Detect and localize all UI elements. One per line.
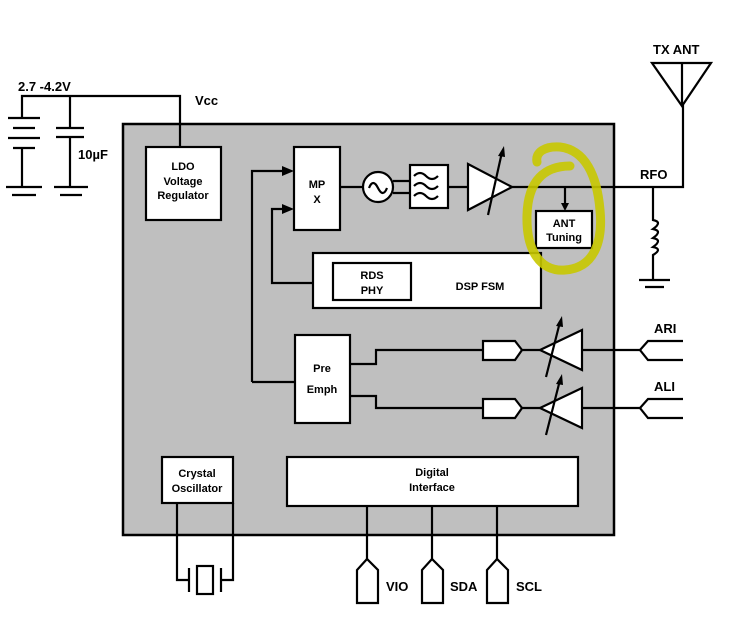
arrow-icon [282, 204, 294, 214]
ldo-label: LDO [171, 161, 195, 173]
vio-pin [355, 557, 380, 605]
ant-tuning-label: Tuning [546, 232, 582, 244]
dsp-fsm-label: DSP FSM [456, 281, 505, 293]
capacitor-label: 10µF [78, 147, 108, 162]
pre-emph-block [293, 333, 352, 425]
pre-emph-label: Pre [313, 363, 331, 375]
digital-interface-label: Interface [409, 482, 455, 494]
highlight-annotation [522, 142, 606, 275]
mpx-label: MP [309, 179, 326, 191]
ant-tuning-label: ANT [553, 218, 576, 230]
crystal-oscillator-block [160, 455, 235, 505]
ant-tuning-block [534, 209, 594, 250]
mpx-block [292, 145, 342, 232]
filter-icon [408, 163, 450, 210]
sda-label: SDA [450, 579, 478, 594]
rds-phy-label: PHY [361, 285, 384, 297]
inductor-icon [639, 187, 670, 289]
ldo-label: Regulator [157, 190, 209, 202]
rds-phy-label: RDS [360, 270, 383, 282]
tx-ant-label: TX ANT [653, 42, 700, 57]
rfo-label: RFO [640, 167, 667, 182]
ali-pin [638, 397, 683, 420]
antenna-icon [649, 61, 714, 108]
vio-label: VIO [386, 579, 408, 594]
crystal-oscillator-label: Crystal [178, 468, 215, 480]
buffer-icon [481, 339, 524, 362]
power-supply: 2.7 -4.2V Vcc 10µF [6, 79, 218, 197]
ari-label: ARI [654, 321, 676, 336]
crystal-oscillator-label: Oscillator [172, 483, 223, 495]
rds-phy-block [331, 261, 413, 302]
sda-pin [420, 557, 445, 605]
supply-voltage-label: 2.7 -4.2V [18, 79, 71, 94]
ali-label: ALI [654, 379, 675, 394]
scl-pin [485, 557, 510, 605]
buffer-icon [481, 397, 524, 420]
arrow-icon [282, 166, 294, 176]
digital-interface-label: Digital [415, 467, 449, 479]
mpx-label: X [313, 194, 321, 206]
scl-label: SCL [516, 579, 542, 594]
power-amplifier-icon [466, 162, 515, 212]
crystal-icon [175, 503, 235, 592]
vcc-label: Vcc [195, 93, 218, 108]
ldo-label: Voltage [164, 176, 203, 188]
ari-pin [638, 339, 683, 362]
pre-emph-label: Emph [307, 384, 338, 396]
ldo-block [144, 145, 223, 222]
